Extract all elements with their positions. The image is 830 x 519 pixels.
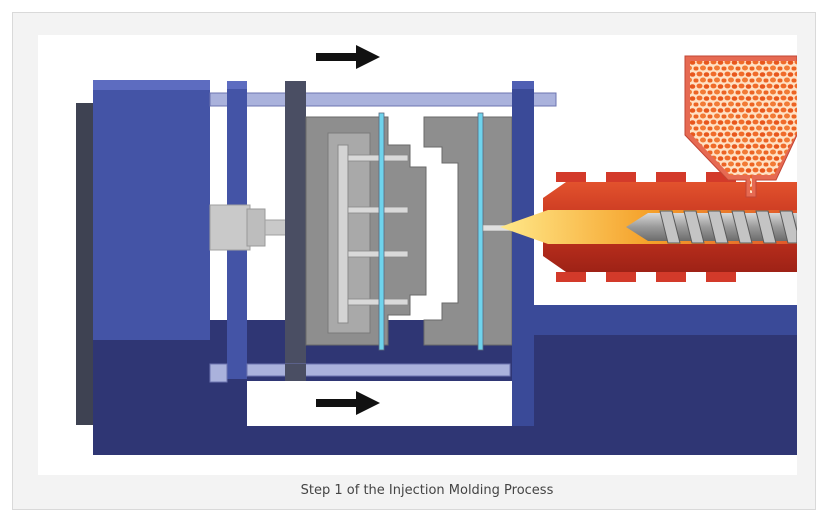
- cooling-channel-left: [378, 112, 385, 351]
- injection-molding-diagram: [38, 35, 797, 475]
- injection-unit-base: [512, 305, 797, 335]
- cooling-channel-right: [477, 112, 484, 351]
- rear-platen-block: [93, 80, 210, 340]
- figure-caption: Step 1 of the Injection Molding Process: [300, 483, 554, 498]
- moving-mold-half: [305, 112, 427, 351]
- figure-frame: Step 1 of the Injection Molding Process: [12, 12, 816, 510]
- injection-barrel: [500, 172, 797, 282]
- fixed-mold-half: [423, 112, 513, 351]
- clamp-ram: [209, 204, 251, 251]
- arrow-right-icon: [316, 45, 380, 69]
- tie-bar-top: [209, 92, 557, 107]
- rear-edge-plate: [76, 103, 93, 425]
- moving-platen: [285, 81, 306, 381]
- hopper: [684, 55, 797, 198]
- arrow-right-icon: [316, 391, 380, 415]
